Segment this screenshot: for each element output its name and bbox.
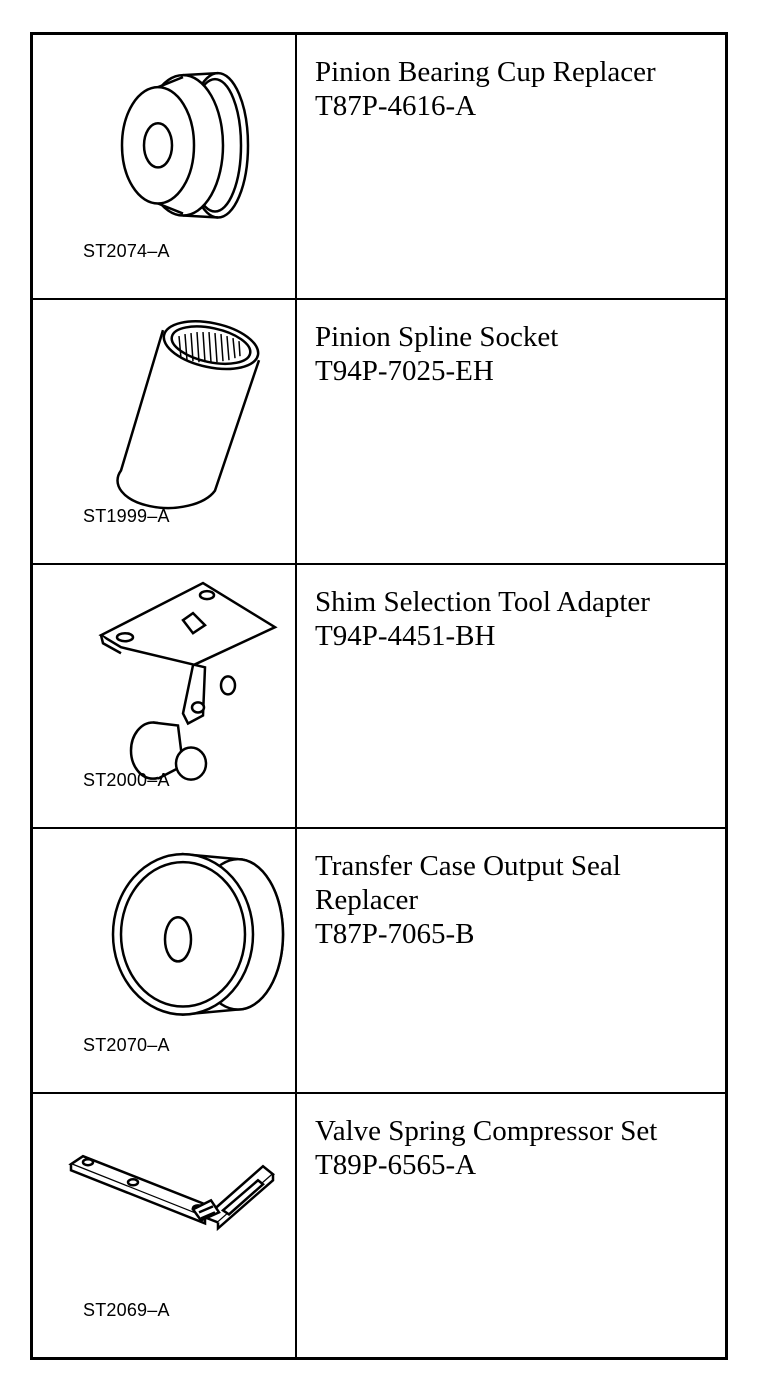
part-number: T94P-4451-BH [315, 619, 496, 652]
part-number: T87P-7065-B [315, 918, 475, 951]
shim-adapter-illustration [98, 581, 278, 781]
figure-code: ST2070–A [83, 1035, 170, 1056]
illustration-cell: ST2000–A [33, 564, 297, 828]
illustration-cell: ST2069–A [33, 1094, 297, 1357]
part-number: T94P-7025-EH [315, 354, 494, 387]
description-cell: Shim Selection Tool Adapter T94P-4451-BH [297, 565, 725, 828]
figure-code: ST1999–A [83, 505, 170, 526]
illustration-cell: ST2074–A [33, 35, 297, 298]
tool-name: Shim Selection Tool Adapter [315, 585, 650, 618]
figure-code: ST2074–A [83, 240, 170, 261]
special-tools-table: ST2074–A Pinion Bearing Cup Replacer T87… [30, 32, 728, 1360]
figure-code: ST2000–A [83, 770, 170, 791]
part-number: T89P-6565-A [315, 1149, 477, 1182]
illustration-cell: ST1999–A [33, 299, 297, 563]
description-cell: Transfer Case Output Seal Replacer T87P-… [297, 829, 725, 1092]
figure-code: ST2069–A [83, 1299, 170, 1320]
tool-name: Valve Spring Compressor Set [315, 1115, 658, 1148]
tool-row: ST2069–A Valve Spring Compressor Set T89… [33, 1092, 725, 1357]
tool-name: Pinion Spline Socket [315, 320, 559, 353]
tool-row: ST2070–A Transfer Case Output Seal Repla… [33, 827, 725, 1093]
output-seal-replacer-illustration [111, 853, 285, 1017]
tool-row: ST2074–A Pinion Bearing Cup Replacer T87… [33, 35, 725, 298]
spline-socket-illustration [116, 319, 261, 510]
tool-name: Transfer Case Output Seal Replacer [315, 850, 621, 917]
part-number: T87P-4616-A [315, 90, 477, 122]
spring-compressor-illustration [68, 1154, 275, 1232]
tool-name: Pinion Bearing Cup Replacer [315, 56, 656, 88]
tool-row: ST1999–A Pinion Spline Socket T94P-7025-… [33, 297, 725, 563]
description-cell: Valve Spring Compressor Set T89P-6565-A [297, 1094, 725, 1357]
description-cell: Pinion Bearing Cup Replacer T87P-4616-A [297, 35, 725, 298]
description-cell: Pinion Spline Socket T94P-7025-EH [297, 300, 725, 563]
bearing-cup-replacer-illustration [120, 71, 250, 219]
tool-row: ST2000–A Shim Selection Tool Adapter T94… [33, 562, 725, 828]
illustration-cell: ST2070–A [33, 829, 297, 1093]
